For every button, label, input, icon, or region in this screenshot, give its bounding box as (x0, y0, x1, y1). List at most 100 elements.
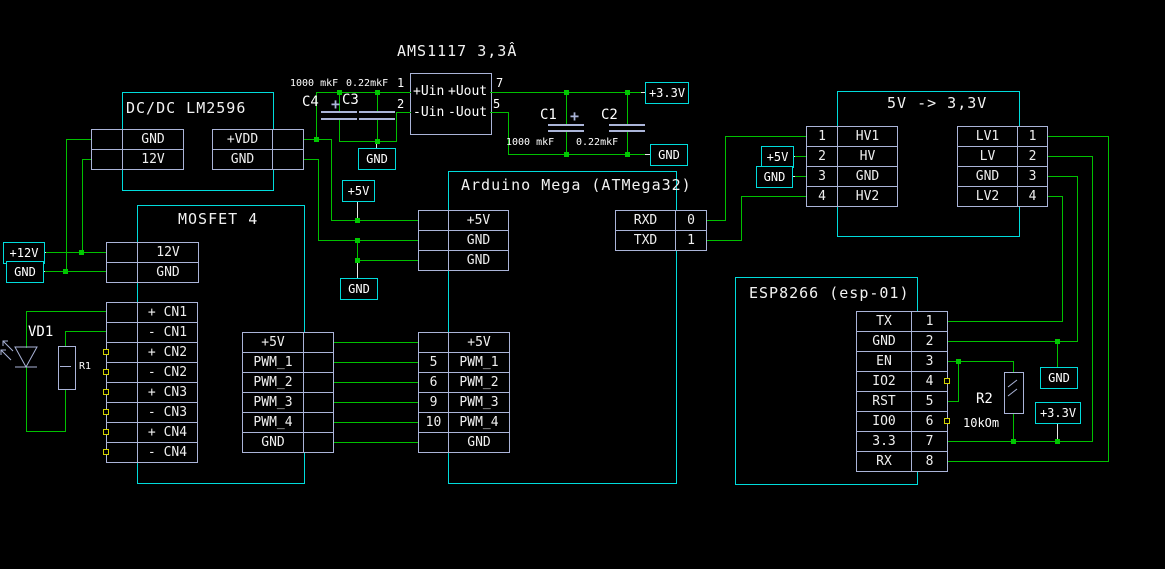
mosfet-cn-table[interactable]: + CN1 - CN1 + CN2 - CN2 + CN3 - CN3 + CN… (106, 302, 198, 463)
connector-pad[interactable] (103, 369, 109, 375)
pin-number (419, 433, 448, 452)
mosfet-power-table[interactable]: 12V GND (106, 242, 199, 283)
resistor-value: 10kOm (963, 416, 1000, 430)
wire (82, 159, 83, 252)
wire (396, 112, 411, 113)
pin-label: + CN3 (138, 383, 197, 402)
flag-leader (645, 154, 650, 155)
junction-dot (314, 137, 319, 142)
connector-pad[interactable] (103, 449, 109, 455)
wire (65, 388, 66, 432)
pin-number: 3 (807, 167, 837, 186)
resistor-r2-symbol[interactable] (1004, 372, 1024, 414)
capacitor-plate (359, 118, 395, 120)
led-ref: VD1 (28, 324, 54, 340)
pin-label: PWM_1 (243, 353, 303, 372)
net-flag-5v[interactable]: +5V (761, 146, 794, 168)
net-flag-gnd[interactable]: GND (1040, 367, 1078, 389)
junction-dot (956, 359, 961, 364)
wire (333, 382, 418, 383)
dcdc-left-pin-table[interactable]: GND 12V (91, 129, 184, 170)
junction-dot (63, 269, 68, 274)
arduino-power-table[interactable]: +5V GND GND (418, 210, 509, 271)
wire (339, 141, 397, 142)
connector-pad[interactable] (103, 389, 109, 395)
connector-pad[interactable] (944, 378, 950, 384)
pin-number: 1 (676, 231, 706, 250)
capacitor-plate (609, 130, 645, 132)
connector-pad[interactable] (103, 429, 109, 435)
pin-number: 5 (912, 392, 947, 411)
net-flag-gnd[interactable]: GND (340, 278, 378, 300)
resistor-r1-symbol[interactable] (58, 346, 76, 390)
wire (66, 139, 91, 140)
pin-label: + CN2 (138, 343, 197, 362)
ams-pin-label: +Uin (413, 84, 445, 99)
pin-label: LV1 (958, 127, 1017, 146)
connector-pad[interactable] (103, 409, 109, 415)
pin-label: RST (857, 392, 911, 411)
led-vd1-symbol[interactable] (0, 338, 46, 372)
pin-number: 7 (912, 432, 947, 451)
net-flag-gnd[interactable]: GND (756, 166, 793, 188)
connector-pad[interactable] (944, 418, 950, 424)
wire (1108, 136, 1109, 462)
ams1117-symbol[interactable] (410, 73, 492, 135)
wire (318, 159, 319, 241)
pin-label: +5V (449, 333, 509, 352)
net-flag-gnd[interactable]: GND (6, 261, 44, 283)
wire (1013, 412, 1014, 442)
pin-number: 4 (912, 372, 947, 391)
junction-dot (1055, 439, 1060, 444)
junction-dot (375, 139, 380, 144)
pin-number: 9 (419, 393, 448, 412)
pin-number: 4 (1018, 187, 1047, 206)
dcdc-right-pin-table[interactable]: +VDD GND (212, 129, 304, 170)
arduino-block-outline[interactable] (448, 171, 677, 484)
pin-label: GND (123, 130, 183, 149)
pin-label: GND (138, 263, 198, 282)
polarity-mark: + (570, 107, 580, 125)
net-flag-3v3[interactable]: +3.3V (1035, 402, 1081, 424)
wire (357, 240, 358, 261)
pin-label: GND (243, 433, 303, 452)
pin-label: GND (213, 150, 272, 169)
wire (958, 361, 959, 402)
pin-number (419, 333, 448, 352)
pin-label: IO0 (857, 412, 911, 431)
pin-label: +5V (449, 211, 508, 230)
net-flag-gnd[interactable]: GND (358, 148, 396, 170)
wire (66, 139, 67, 271)
wire (26, 431, 66, 432)
pin-number: 4 (807, 187, 837, 206)
pin-label: - CN2 (138, 363, 197, 382)
wire (490, 112, 508, 113)
resistor-r2-ticks (1005, 378, 1021, 400)
mosfet-pwm-table[interactable]: +5V PWM_1 PWM_2 PWM_3 PWM_4 GND (242, 332, 334, 453)
wire (1092, 156, 1093, 442)
pin-number: 1 (1018, 127, 1047, 146)
pin-label: 12V (138, 243, 198, 262)
capacitor-ref: C1 (540, 107, 557, 123)
pin-label: + CN4 (138, 423, 197, 442)
junction-dot (355, 258, 360, 263)
wire (947, 321, 1063, 322)
net-flag-5v[interactable]: +5V (342, 180, 375, 202)
junction-dot (337, 90, 342, 95)
wire (627, 92, 628, 125)
capacitor-value: 0.22mkF (346, 78, 389, 89)
pin-label: HV (838, 147, 897, 166)
capacitor-plate (548, 130, 584, 132)
pin-label: GND (449, 433, 509, 452)
pin-label: HV1 (838, 127, 897, 146)
wire (65, 331, 107, 332)
pin-label: PWM_2 (449, 373, 509, 392)
net-flag-gnd[interactable]: GND (650, 144, 688, 166)
net-flag-3v3[interactable]: +3.3V (645, 82, 689, 104)
connector-pad[interactable] (103, 349, 109, 355)
